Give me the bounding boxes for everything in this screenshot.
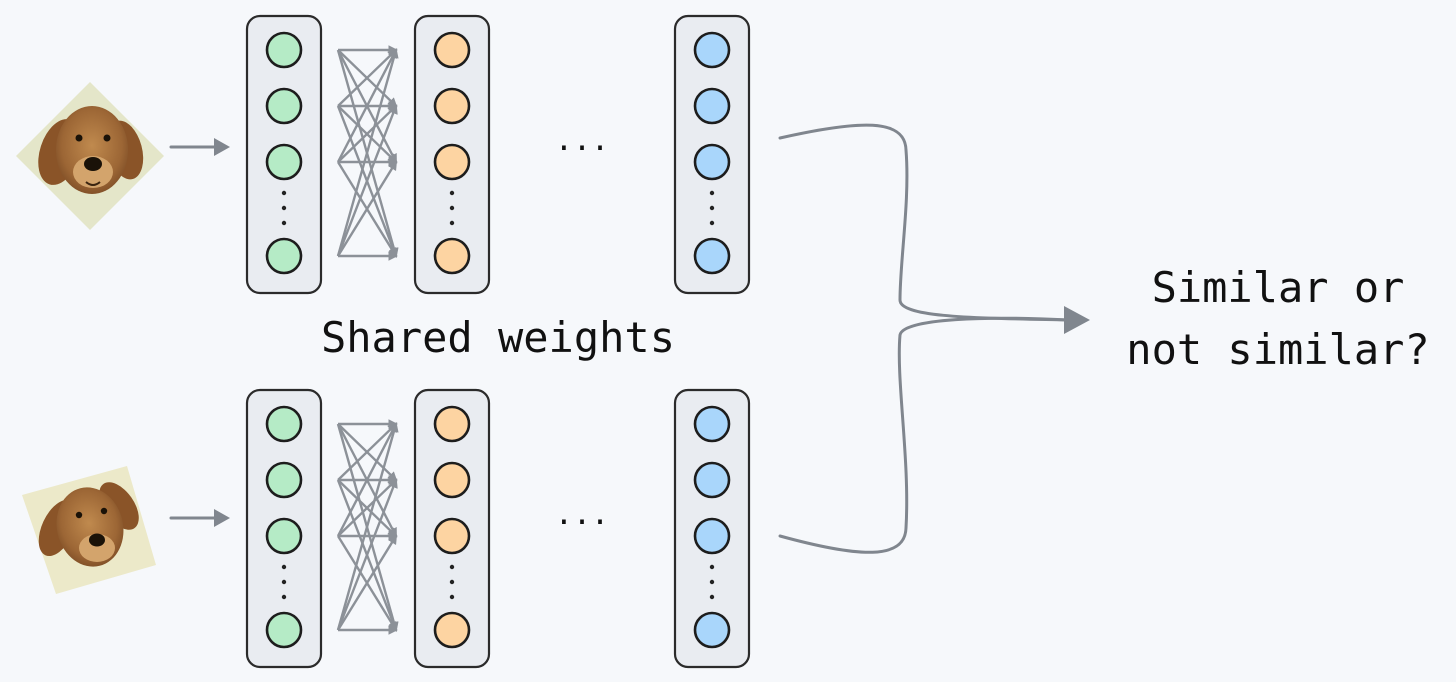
embedding-node bbox=[693, 517, 731, 555]
output-label-line2: not similar? bbox=[1126, 325, 1429, 374]
hidden-node bbox=[433, 611, 471, 649]
hidden-node bbox=[433, 517, 471, 555]
embedding-node bbox=[693, 611, 731, 649]
hidden-node bbox=[433, 237, 471, 275]
input-node bbox=[265, 237, 303, 275]
hidden-node bbox=[433, 87, 471, 125]
hidden-node bbox=[433, 31, 471, 69]
input-layer-bottom bbox=[245, 388, 323, 669]
connections-bottom bbox=[336, 419, 399, 635]
embedding-layer-bottom bbox=[673, 388, 751, 669]
input-node bbox=[265, 405, 303, 443]
embedding-node bbox=[693, 143, 731, 181]
embedding-node bbox=[693, 87, 731, 125]
embedding-node bbox=[693, 405, 731, 443]
dog-photo-bottom-icon bbox=[22, 466, 156, 594]
dog-photo-top-icon bbox=[16, 82, 164, 230]
connections-top bbox=[336, 45, 399, 261]
ellipsis-top: ... bbox=[555, 123, 609, 158]
hidden-layer-top bbox=[413, 14, 491, 295]
embedding-node bbox=[693, 31, 731, 69]
bottom-branch: ... bbox=[22, 388, 751, 669]
shared-weights-label: Shared weights bbox=[321, 313, 675, 362]
top-branch: ... bbox=[16, 14, 751, 295]
hidden-node bbox=[433, 405, 471, 443]
input-node bbox=[265, 517, 303, 555]
input-node bbox=[265, 143, 303, 181]
input-layer-top bbox=[245, 14, 323, 295]
hidden-layer-bottom bbox=[413, 388, 491, 669]
embedding-layer-top bbox=[673, 14, 751, 295]
input-node bbox=[265, 87, 303, 125]
output-label-line1: Similar or bbox=[1152, 263, 1405, 312]
input-node bbox=[265, 611, 303, 649]
output-arrow-head bbox=[1064, 306, 1090, 334]
ellipsis-bottom: ... bbox=[555, 497, 609, 532]
input-node bbox=[265, 31, 303, 69]
merge-arrows bbox=[778, 123, 1090, 554]
input-node bbox=[265, 461, 303, 499]
embedding-node bbox=[693, 461, 731, 499]
hidden-node bbox=[433, 143, 471, 181]
hidden-node bbox=[433, 461, 471, 499]
embedding-node bbox=[693, 237, 731, 275]
